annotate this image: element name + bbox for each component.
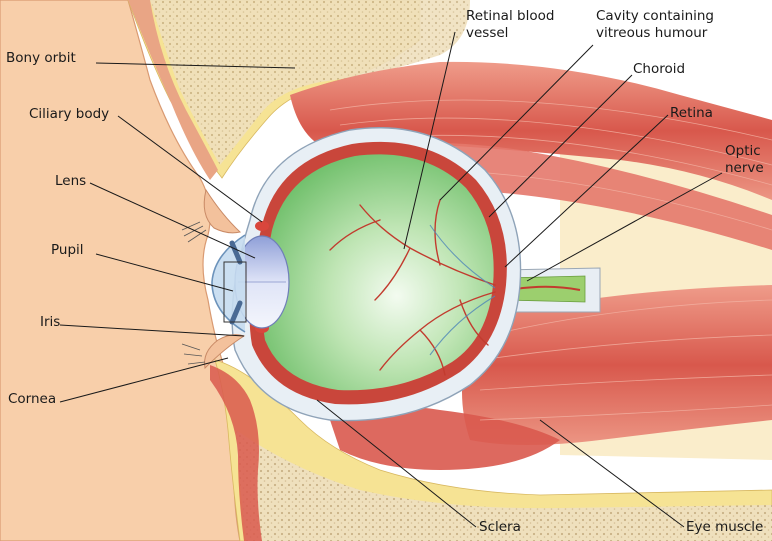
cornea-shape [212, 235, 245, 332]
label-eye-muscle: Eye muscle [686, 519, 763, 536]
label-optic-nerve-line2: nerve [725, 160, 764, 177]
label-iris: Iris [40, 314, 60, 331]
label-bony-orbit: Bony orbit [6, 50, 76, 67]
label-retinal-blood-vessel-line1: Retinal blood [466, 8, 554, 25]
label-choroid: Choroid [633, 61, 685, 78]
label-cavity-line1: Cavity containing [596, 8, 714, 25]
label-optic-nerve: Optic nerve [725, 143, 764, 177]
label-lens: Lens [55, 173, 86, 190]
ciliary-body-upper [255, 221, 269, 231]
label-retinal-blood-vessel-line2: vessel [466, 25, 554, 42]
label-sclera: Sclera [479, 519, 521, 536]
label-ciliary-body: Ciliary body [29, 106, 109, 123]
label-pupil: Pupil [51, 242, 84, 259]
vitreous-cavity [263, 154, 494, 390]
label-retinal-blood-vessel: Retinal blood vessel [466, 8, 554, 42]
label-cornea: Cornea [8, 391, 56, 408]
label-optic-nerve-line1: Optic [725, 143, 764, 160]
label-cavity-line2: vitreous humour [596, 25, 714, 42]
label-cavity-vitreous: Cavity containing vitreous humour [596, 8, 714, 42]
label-retina: Retina [670, 105, 713, 122]
